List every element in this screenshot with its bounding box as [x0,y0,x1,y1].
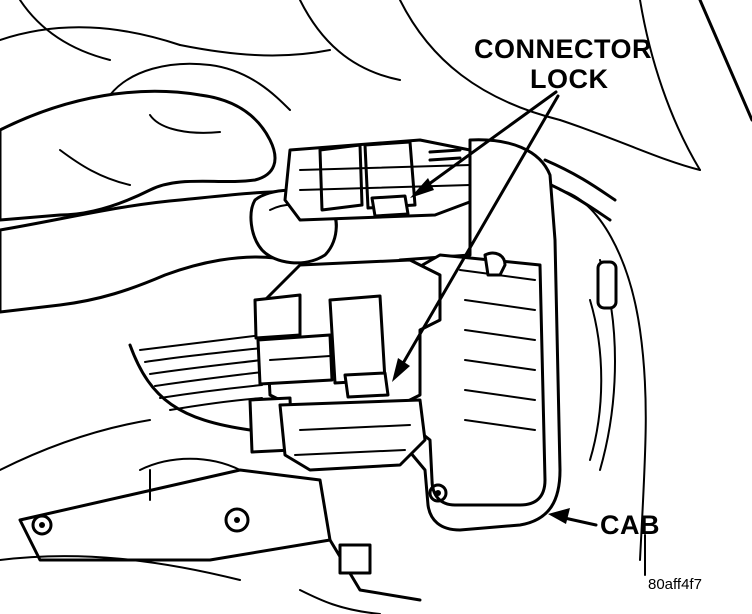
upper-connector [283,138,477,222]
figure-id-label: 80aff4f7 [648,576,702,593]
hand [0,62,338,314]
connector-lock-arrows [392,90,560,382]
cab-label: CAB [600,510,660,540]
mounting-bracket [18,457,422,614]
wire-harness [128,334,263,432]
lock-label: LOCK [530,64,609,94]
lower-connector [248,258,442,472]
connector-label: CONNECTOR [474,34,653,64]
cab-arrow [548,508,646,576]
